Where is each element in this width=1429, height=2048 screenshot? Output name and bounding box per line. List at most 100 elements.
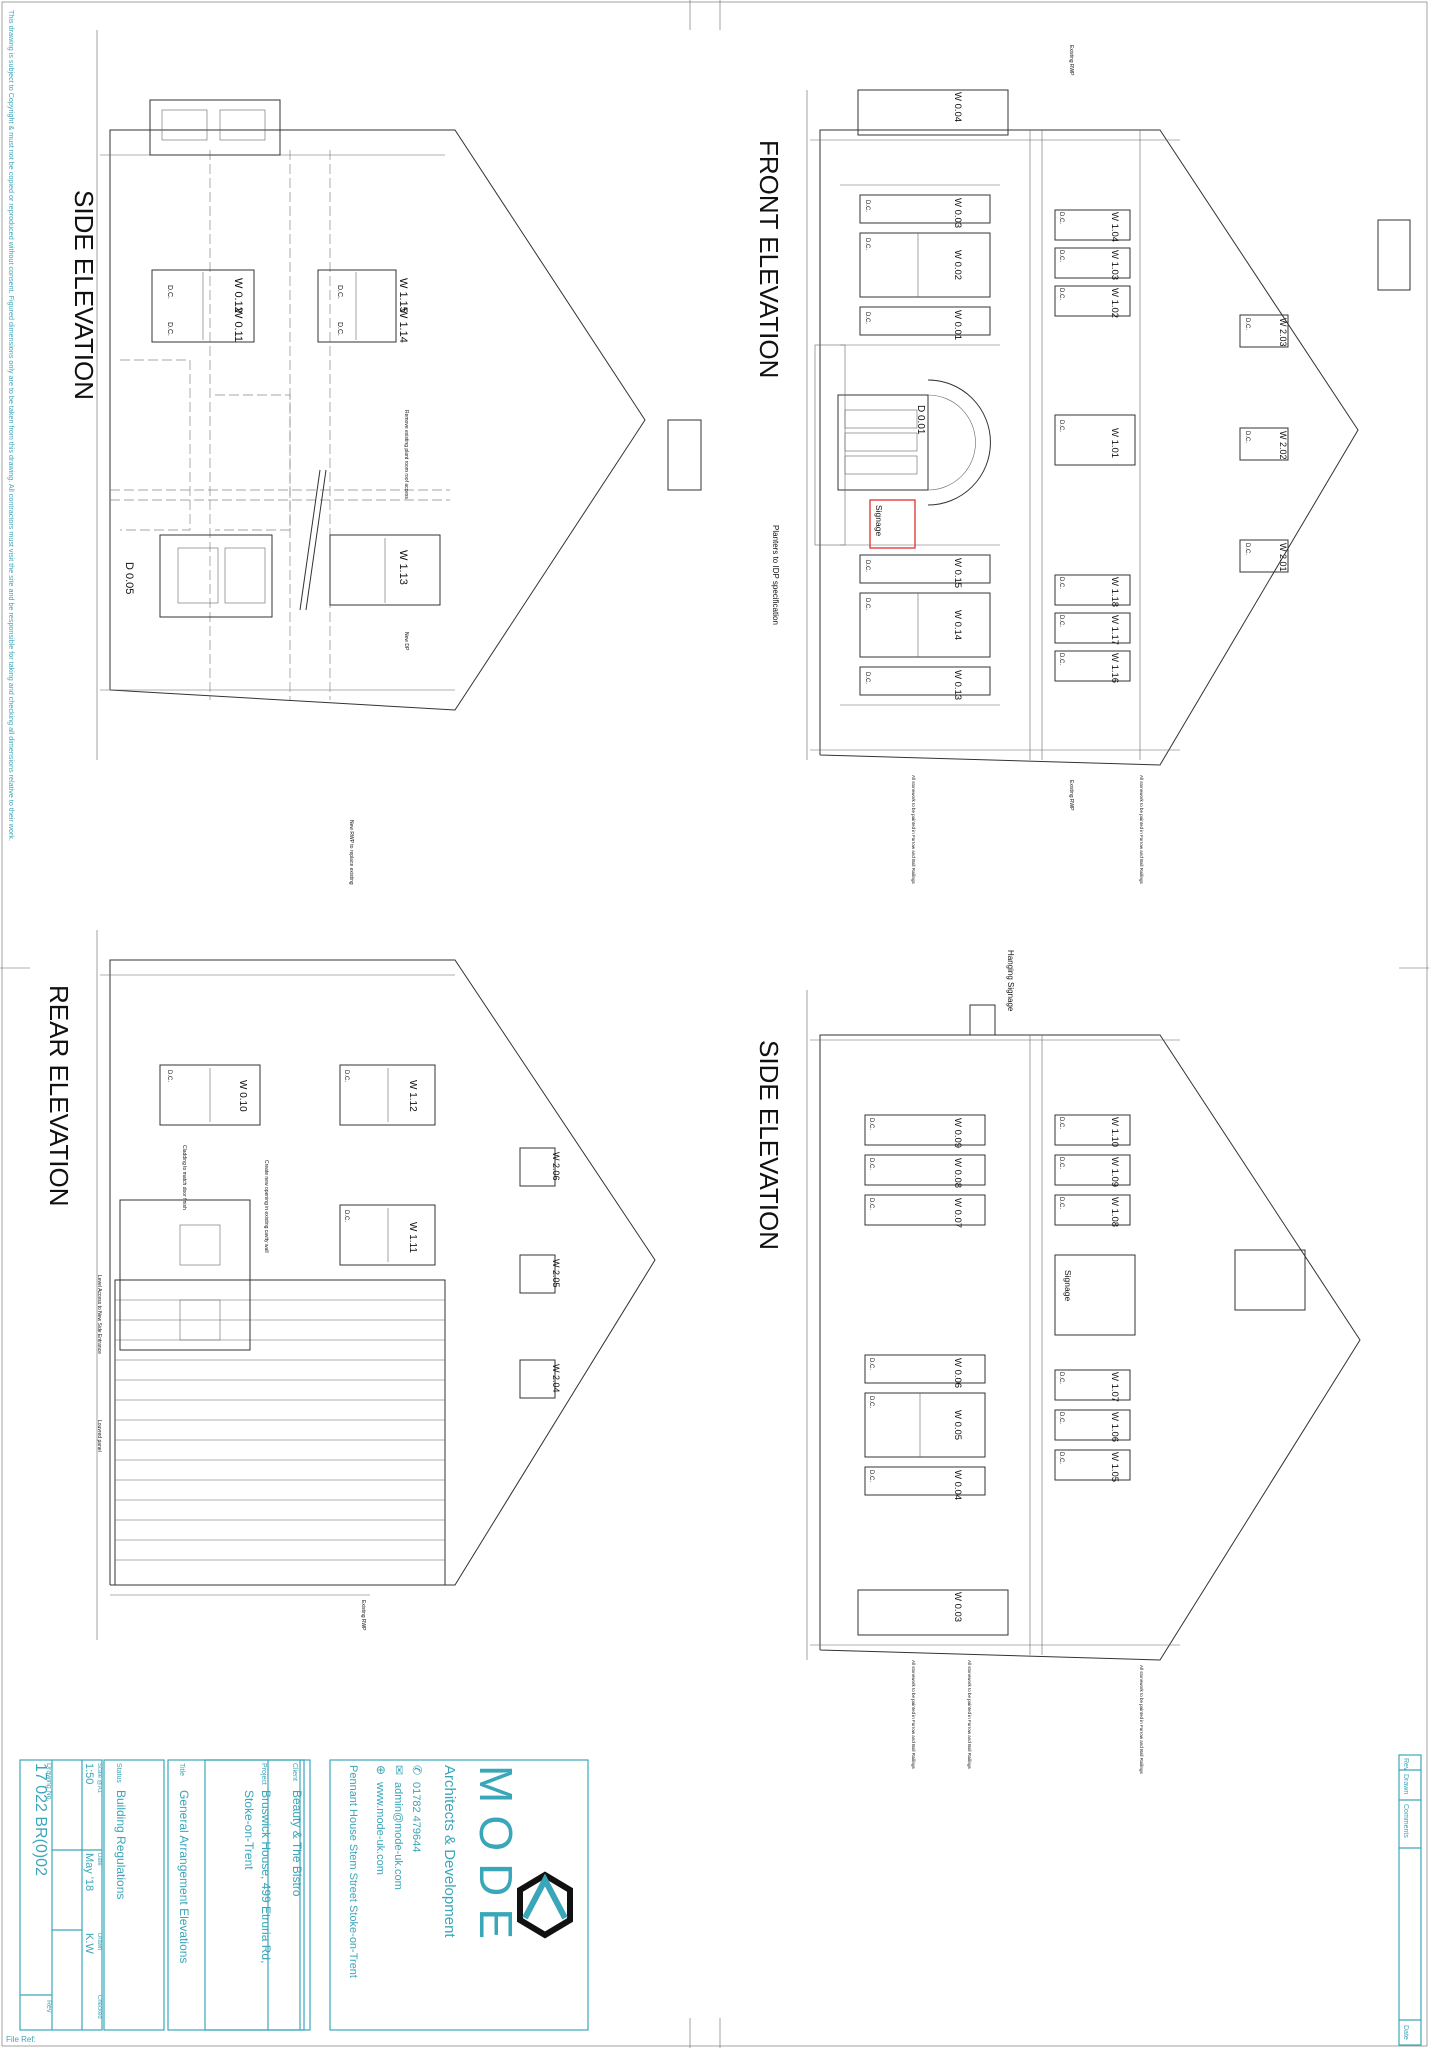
- door-label: D 0.05: [123, 562, 135, 594]
- title-block: MODE Architects & Development ✆ 01782 47…: [19, 1759, 589, 2031]
- window-tag: D.C.: [1058, 653, 1064, 665]
- window-label: W 1.04: [1109, 212, 1120, 242]
- website: www.mode-uk.com: [374, 1781, 386, 1875]
- window-tag: D.C.: [1058, 577, 1064, 589]
- window-label: W 1.06: [1109, 1412, 1120, 1442]
- window-label: W 0.12: [232, 278, 244, 313]
- annotation: New RWP to replace existing: [348, 820, 354, 885]
- annotation: Existing RWP: [1068, 45, 1074, 76]
- window-tag: D.C.: [864, 200, 870, 212]
- email: admin@mode-uk.com: [392, 1782, 404, 1890]
- drawn-label: Drawn: [96, 1933, 102, 1950]
- window-tag: D.C.: [1058, 1157, 1064, 1169]
- annotation: New DP: [403, 632, 409, 651]
- annotation: All stonework to be painted in Farrow an…: [1139, 1665, 1144, 1775]
- side-left-title: SIDE ELEVATION: [69, 190, 99, 400]
- front-elevation: FRONT ELEVATION W 0.04 W 0.03 W 0.02 W 0…: [754, 45, 1411, 885]
- window-tag: D.C.: [864, 560, 870, 572]
- window-label: W 1.05: [1109, 1452, 1120, 1482]
- window-label: W 1.12: [407, 1080, 418, 1112]
- company-tagline: Architects & Development: [441, 1765, 458, 1938]
- window-label: W 1.09: [1109, 1157, 1120, 1187]
- window-tag: D.C.: [1244, 543, 1250, 555]
- annotation: Existing RWP: [1068, 780, 1074, 811]
- window-label: W 1.13: [397, 550, 409, 585]
- annotation: Cladding to match door finish: [181, 1145, 187, 1210]
- side-right-title: SIDE ELEVATION: [754, 1040, 784, 1250]
- annotation: All stonework to be painted in Farrow an…: [911, 1660, 916, 1770]
- window-tag: D.C.: [336, 285, 343, 299]
- window-tag: D.C.: [1058, 250, 1064, 262]
- date-label: Date: [96, 1853, 102, 1866]
- drawing-number: 17 022 BR(0)02: [32, 1763, 49, 1876]
- project-label: Project: [260, 1763, 267, 1785]
- window-label: W 0.01: [952, 310, 963, 340]
- annotation: Existing RWP: [360, 1600, 366, 1631]
- window-tag: D.C.: [864, 672, 870, 684]
- window-label: W 0.03: [952, 1592, 963, 1622]
- annotation: Hanging Signage: [1006, 950, 1015, 1012]
- signage-label: Signage: [874, 505, 884, 536]
- side-elevation-right: SIDE ELEVATION W 0.09 W 0.08 W 0.07 W 0.…: [754, 950, 1361, 1775]
- door-label: D 0.01: [915, 405, 926, 435]
- window-label: W 0.08: [952, 1158, 963, 1188]
- annotation: All stonework to be painted in Farrow an…: [911, 775, 916, 885]
- window-label: W 0.13: [952, 670, 963, 700]
- window-tag: D.C.: [1058, 1412, 1064, 1424]
- scale: 1:50: [83, 1763, 95, 1784]
- window-label: W 0.03: [952, 198, 963, 228]
- signage-label: Signage: [1063, 1270, 1073, 1301]
- window-tag: D.C.: [868, 1158, 874, 1170]
- date: May '18: [83, 1853, 95, 1891]
- window-label: W 0.02: [952, 250, 963, 280]
- window-label: W 2.06: [551, 1152, 561, 1181]
- annotation: Level Access to New Side Entrance: [96, 1275, 102, 1354]
- drawing-no-label: Drawing No.: [45, 1763, 52, 1802]
- window-tag: D.C.: [1244, 318, 1250, 330]
- phone-icon: ✆: [410, 1765, 424, 1775]
- window-label: W 2.01: [1278, 543, 1288, 572]
- window-tag: D.C.: [1058, 615, 1064, 627]
- annotation: All stonework to be painted in Farrow an…: [967, 1660, 972, 1770]
- window-label: W 1.08: [1109, 1197, 1120, 1227]
- window-tag: D.C.: [166, 1070, 172, 1082]
- rear-elevation: REAR ELEVATION W 0.10 W 1.12 W 1.11 D.C.…: [44, 820, 656, 1640]
- window-label: W 1.15: [397, 278, 409, 313]
- window-tag: D.C.: [1058, 420, 1064, 432]
- window-tag: D.C.: [1058, 1372, 1064, 1384]
- rev-header: Rev: [1402, 1758, 1409, 1771]
- scale-label: Scale @A1: [96, 1763, 102, 1794]
- window-tag: D.C.: [868, 1396, 874, 1408]
- window-label: W 1.18: [1109, 577, 1120, 607]
- project-line2: Stoke-on-Trent: [242, 1790, 256, 1870]
- window-label: W 0.04: [952, 92, 963, 122]
- window-label: W 1.17: [1109, 615, 1120, 645]
- window-tag: D.C.: [343, 1210, 349, 1222]
- window-label: W 1.14: [397, 308, 409, 343]
- window-tag: D.C.: [166, 322, 173, 336]
- signage-box: [869, 499, 916, 549]
- window-label: W 0.14: [952, 610, 963, 640]
- rev-label: Rev: [45, 2000, 52, 2013]
- window-label: W 0.09: [952, 1118, 963, 1148]
- status-label: Status: [115, 1763, 122, 1783]
- side-elevation-left: SIDE ELEVATION W 1.15 W 1.14 W 0.12 W 0.…: [69, 30, 702, 760]
- checked-label: Checked: [96, 1995, 102, 2019]
- phone: 01782 479644: [410, 1782, 422, 1852]
- annotation: Planters to IDP specification: [771, 525, 780, 625]
- annotation: Create new opening in existing cavity wa…: [263, 1160, 269, 1253]
- window-tag: D.C.: [1058, 288, 1064, 300]
- window-tag: D.C.: [864, 598, 870, 610]
- address: Pennant House Stem Street Stoke-on-Trent: [347, 1765, 359, 1978]
- mode-logo-icon: [517, 1871, 573, 1939]
- drawing-title: General Arrangement Elevations: [177, 1790, 191, 1963]
- revision-table: Rev Drawn Comments Date: [1398, 1754, 1422, 2046]
- company-name: MODE: [470, 1765, 522, 1951]
- front-title: FRONT ELEVATION: [754, 140, 784, 378]
- window-label: W 1.07: [1109, 1372, 1120, 1402]
- rear-title: REAR ELEVATION: [44, 985, 74, 1207]
- window-tag: D.C.: [864, 312, 870, 324]
- client-label: Client: [291, 1763, 298, 1781]
